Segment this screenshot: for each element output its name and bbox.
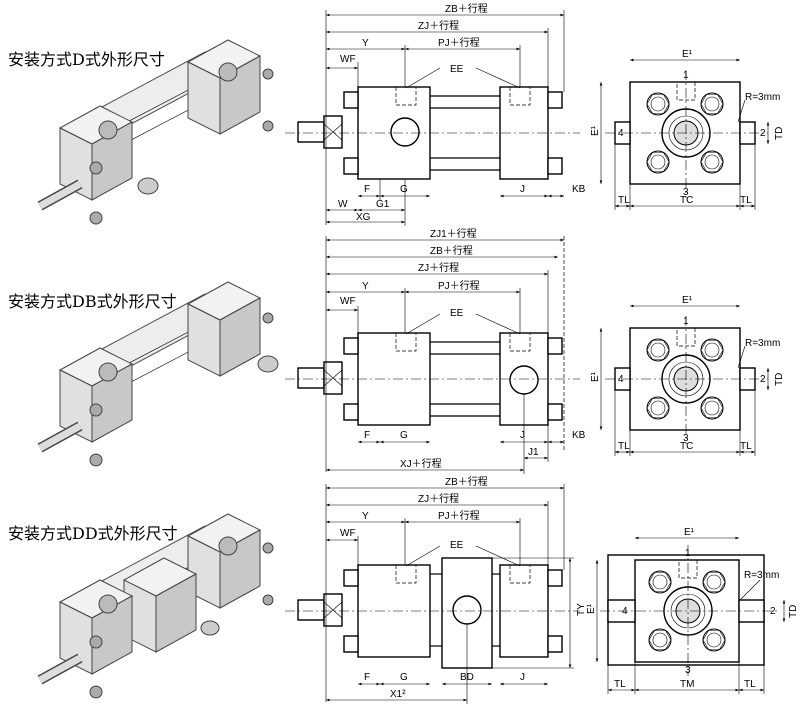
label-wf-3: WF [340, 528, 356, 539]
label-kb-2: KB [572, 430, 586, 441]
label-n2-1: 2 [760, 128, 766, 139]
side-view-db [285, 236, 580, 474]
label-y-1: Y [362, 38, 369, 49]
label-r-2: R=3mm [745, 338, 780, 349]
side-view-dd [285, 484, 580, 704]
title-dd: 安装方式DD式外形尺寸 [8, 524, 178, 543]
label-j1-2: J1 [528, 447, 539, 458]
label-j-3: J [520, 672, 525, 683]
label-wf-1: WF [340, 54, 356, 65]
label-j-1: J [520, 184, 525, 195]
label-td-1: TD [774, 127, 785, 140]
label-pj-3: PJ＋行程 [438, 509, 480, 522]
label-g-3: G [400, 672, 408, 683]
label-y-2: Y [362, 281, 369, 292]
label-n2-3: 2 [770, 606, 776, 617]
iso-cylinder-db [37, 281, 279, 467]
label-pj-2: PJ＋行程 [438, 279, 480, 292]
label-tc-1: TC [680, 195, 693, 206]
label-bd-3: BD [460, 672, 474, 683]
label-kb-1: KB [572, 184, 586, 195]
iso-cylinder-dd [37, 513, 274, 699]
label-n3-2: 3 [683, 433, 689, 444]
end-view-dd [595, 536, 786, 694]
label-zj-1: ZJ＋行程 [418, 19, 459, 32]
label-tc-2: TC [680, 441, 693, 452]
label-e-2v: E¹ [590, 371, 601, 382]
label-td-2: TD [774, 373, 785, 386]
iso-cylinder-d [37, 39, 274, 225]
label-zb-2: ZB＋行程 [430, 244, 473, 257]
label-n4-1: 4 [618, 128, 624, 139]
label-n4-2: 4 [618, 374, 624, 385]
label-f-3: F [364, 672, 370, 683]
label-td-3: TD [788, 605, 799, 618]
label-n1-1: 1 [683, 70, 689, 81]
label-e-1: E¹ [682, 49, 693, 60]
label-n1-3: 1 [685, 548, 691, 559]
side-view-d [285, 10, 580, 226]
label-e-1v: E¹ [590, 125, 601, 136]
label-tm-3: TM [680, 679, 694, 690]
label-zb-3: ZB＋行程 [445, 475, 488, 488]
label-e-3: E¹ [684, 527, 695, 538]
label-x1-3: X1² [390, 689, 406, 700]
label-j-2: J [520, 430, 525, 441]
label-tl-1a: TL [618, 195, 630, 206]
label-w-1: W [338, 199, 348, 210]
label-g-2: G [400, 430, 408, 441]
label-n1-2: 1 [683, 316, 689, 327]
label-ee-3: EE [450, 540, 464, 551]
label-n3-3: 3 [685, 665, 691, 676]
label-tl-1b: TL [740, 195, 752, 206]
label-zj-2: ZJ＋行程 [418, 261, 459, 274]
title-d: 安装方式D式外形尺寸 [8, 50, 165, 69]
label-pj-1: PJ＋行程 [438, 36, 480, 49]
label-r-3: R=3mm [744, 570, 779, 581]
end-view-d [599, 58, 770, 210]
label-f-2: F [364, 430, 370, 441]
label-xg-1: XG [356, 212, 371, 223]
label-f-1: F [364, 184, 370, 195]
label-xj-2: XJ＋行程 [400, 457, 442, 470]
label-wf-2: WF [340, 296, 356, 307]
label-zb-1: ZB＋行程 [445, 2, 488, 15]
label-ee-2: EE [450, 308, 464, 319]
label-g1-1: G1 [376, 199, 390, 210]
label-e-3v: E¹ [586, 603, 597, 614]
label-tl-2a: TL [618, 441, 630, 452]
label-ee-1: EE [450, 64, 464, 75]
label-tl-3a: TL [614, 679, 626, 690]
label-r-1: R=3mm [745, 92, 780, 103]
label-n4-3: 4 [622, 606, 628, 617]
label-n2-2: 2 [760, 374, 766, 385]
end-view-db [599, 304, 770, 456]
label-zj-3: ZJ＋行程 [418, 492, 459, 505]
title-db: 安装方式DB式外形尺寸 [8, 292, 177, 311]
label-y-3: Y [362, 511, 369, 522]
label-g-1: G [400, 184, 408, 195]
label-n3-1: 3 [683, 187, 689, 198]
label-ty-3: TY [576, 603, 587, 616]
label-tl-3b: TL [744, 679, 756, 690]
label-tl-2b: TL [740, 441, 752, 452]
label-zj1-2: ZJ1＋行程 [430, 227, 477, 240]
label-e-2: E¹ [682, 295, 693, 306]
